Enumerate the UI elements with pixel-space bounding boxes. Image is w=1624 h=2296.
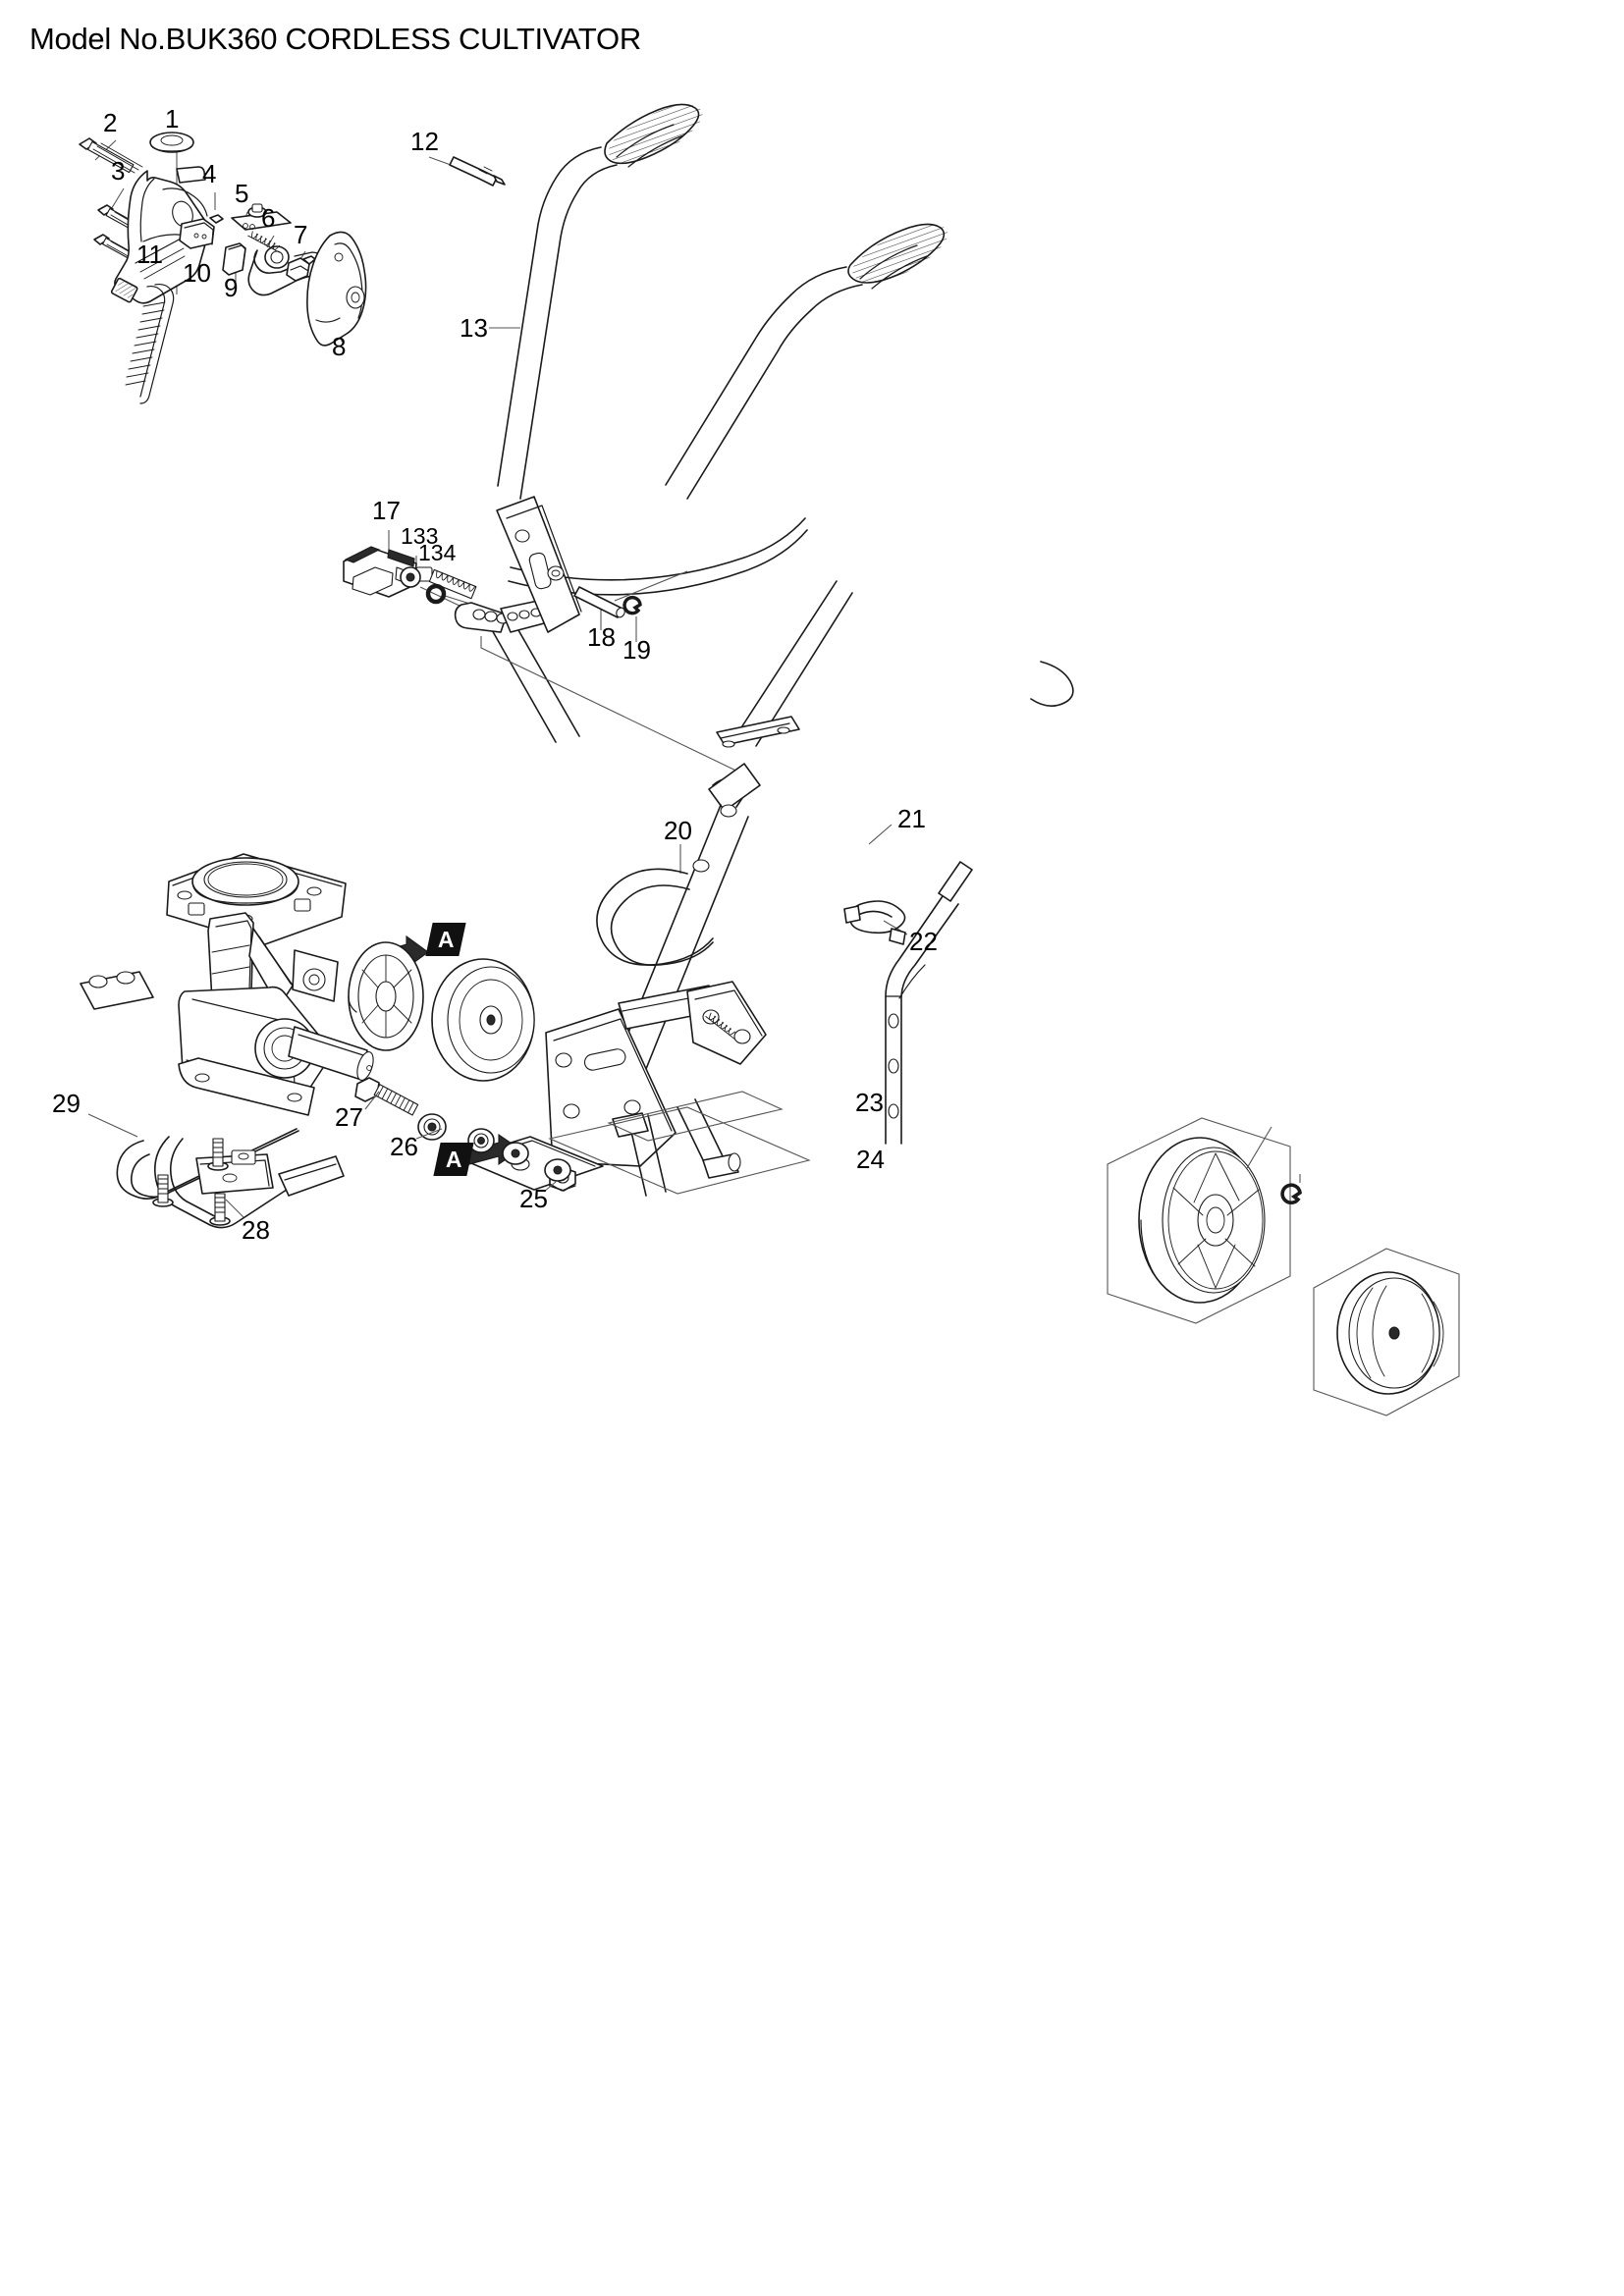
part-134-o-ring (425, 583, 447, 605)
gear-housing-group (80, 853, 429, 1116)
callout-8: 8 (332, 332, 347, 361)
disc-wheel-group (348, 941, 535, 1082)
part-133-flat-washer (400, 566, 421, 588)
cable-boot (125, 283, 175, 404)
part-4-switch-plate (231, 203, 292, 231)
part-23-wheel (1138, 1137, 1266, 1304)
wheel-tyre (431, 958, 535, 1082)
callout-25: 25 (519, 1184, 548, 1213)
section-marker-a-upper: A (425, 923, 466, 956)
part-26-ball-bearing (417, 1113, 447, 1141)
callout-13: 13 (460, 313, 488, 343)
part-19-e-clip (623, 595, 642, 615)
part-29-guard-frame (116, 1128, 345, 1229)
callout-17: 17 (372, 496, 401, 525)
callout-20: 20 (664, 816, 692, 845)
washer-d (544, 1158, 571, 1182)
part-18-pivot-pin (573, 586, 625, 618)
part-22-lock-pin-clip (843, 900, 906, 945)
right-grip (847, 223, 948, 290)
part-13-handlebar (490, 103, 1074, 748)
cultivator-disc (348, 941, 424, 1051)
callout-6: 6 (261, 203, 276, 233)
callout-9: 9 (224, 273, 239, 302)
callout-11: 11 (136, 240, 163, 269)
callout-134: 134 (418, 540, 457, 565)
callout-12: 12 (410, 127, 439, 156)
guard-group (87, 1113, 345, 1229)
page-title: Model No.BUK360 CORDLESS CULTIVATOR (29, 22, 641, 56)
left-grip (604, 103, 703, 168)
callout-18: 18 (587, 622, 616, 652)
callout-23: 23 (855, 1088, 884, 1117)
depth-stake-group (843, 824, 973, 1145)
washer-b (467, 1128, 495, 1153)
section-marker-a-lower-label: A (445, 1146, 462, 1172)
clamp-bracket-arms (454, 496, 582, 633)
part-24-e-clip (1280, 1183, 1302, 1205)
callout-3: 3 (111, 156, 126, 186)
clamp-bracket-group (343, 496, 747, 776)
washer-c (502, 1142, 529, 1165)
callout-24: 24 (856, 1145, 885, 1174)
part-8-handle-cover (306, 231, 367, 347)
callout-1: 1 (165, 104, 180, 133)
wheel-detail-group (1107, 1117, 1460, 1416)
section-marker-a-upper-label: A (437, 926, 455, 952)
callout-5: 5 (235, 179, 249, 208)
part-28-screw-c (209, 1193, 231, 1226)
callout-26: 26 (390, 1132, 418, 1161)
part-3-screw-alt (93, 234, 136, 259)
callout-21: 21 (897, 804, 926, 833)
callout-7: 7 (294, 220, 308, 249)
callout-27: 27 (335, 1102, 363, 1132)
part-27-hex-bolt (354, 1077, 419, 1116)
part-7-switch-button (286, 255, 316, 282)
callout-29: 29 (52, 1089, 81, 1118)
hub-cap (1336, 1271, 1444, 1395)
part-10-contact-plate (179, 214, 224, 249)
part-2-screw (79, 137, 143, 174)
callout-22: 22 (909, 927, 938, 956)
callout-2: 2 (103, 108, 118, 137)
section-marker-a-lower: A (433, 1143, 474, 1176)
callout-10: 10 (183, 258, 211, 288)
part-9-terminal-block (222, 242, 246, 276)
callout-4: 4 (202, 159, 217, 188)
main-frame-group (354, 763, 811, 1197)
part-6-spring (247, 231, 281, 253)
callout-28: 28 (242, 1215, 270, 1245)
part-1-cap (149, 132, 194, 153)
switch-handle-group (79, 132, 367, 404)
part-12-shaft-pin (449, 156, 506, 187)
part-28-screw-a (207, 1138, 229, 1171)
part-21-stake-rod (885, 861, 973, 1145)
part-28-screw-b (152, 1174, 174, 1207)
callout-19: 19 (623, 635, 651, 665)
callout-133: 133 (401, 523, 439, 549)
handle-bar-group (428, 103, 1074, 748)
handle-clamp-band (716, 716, 800, 748)
